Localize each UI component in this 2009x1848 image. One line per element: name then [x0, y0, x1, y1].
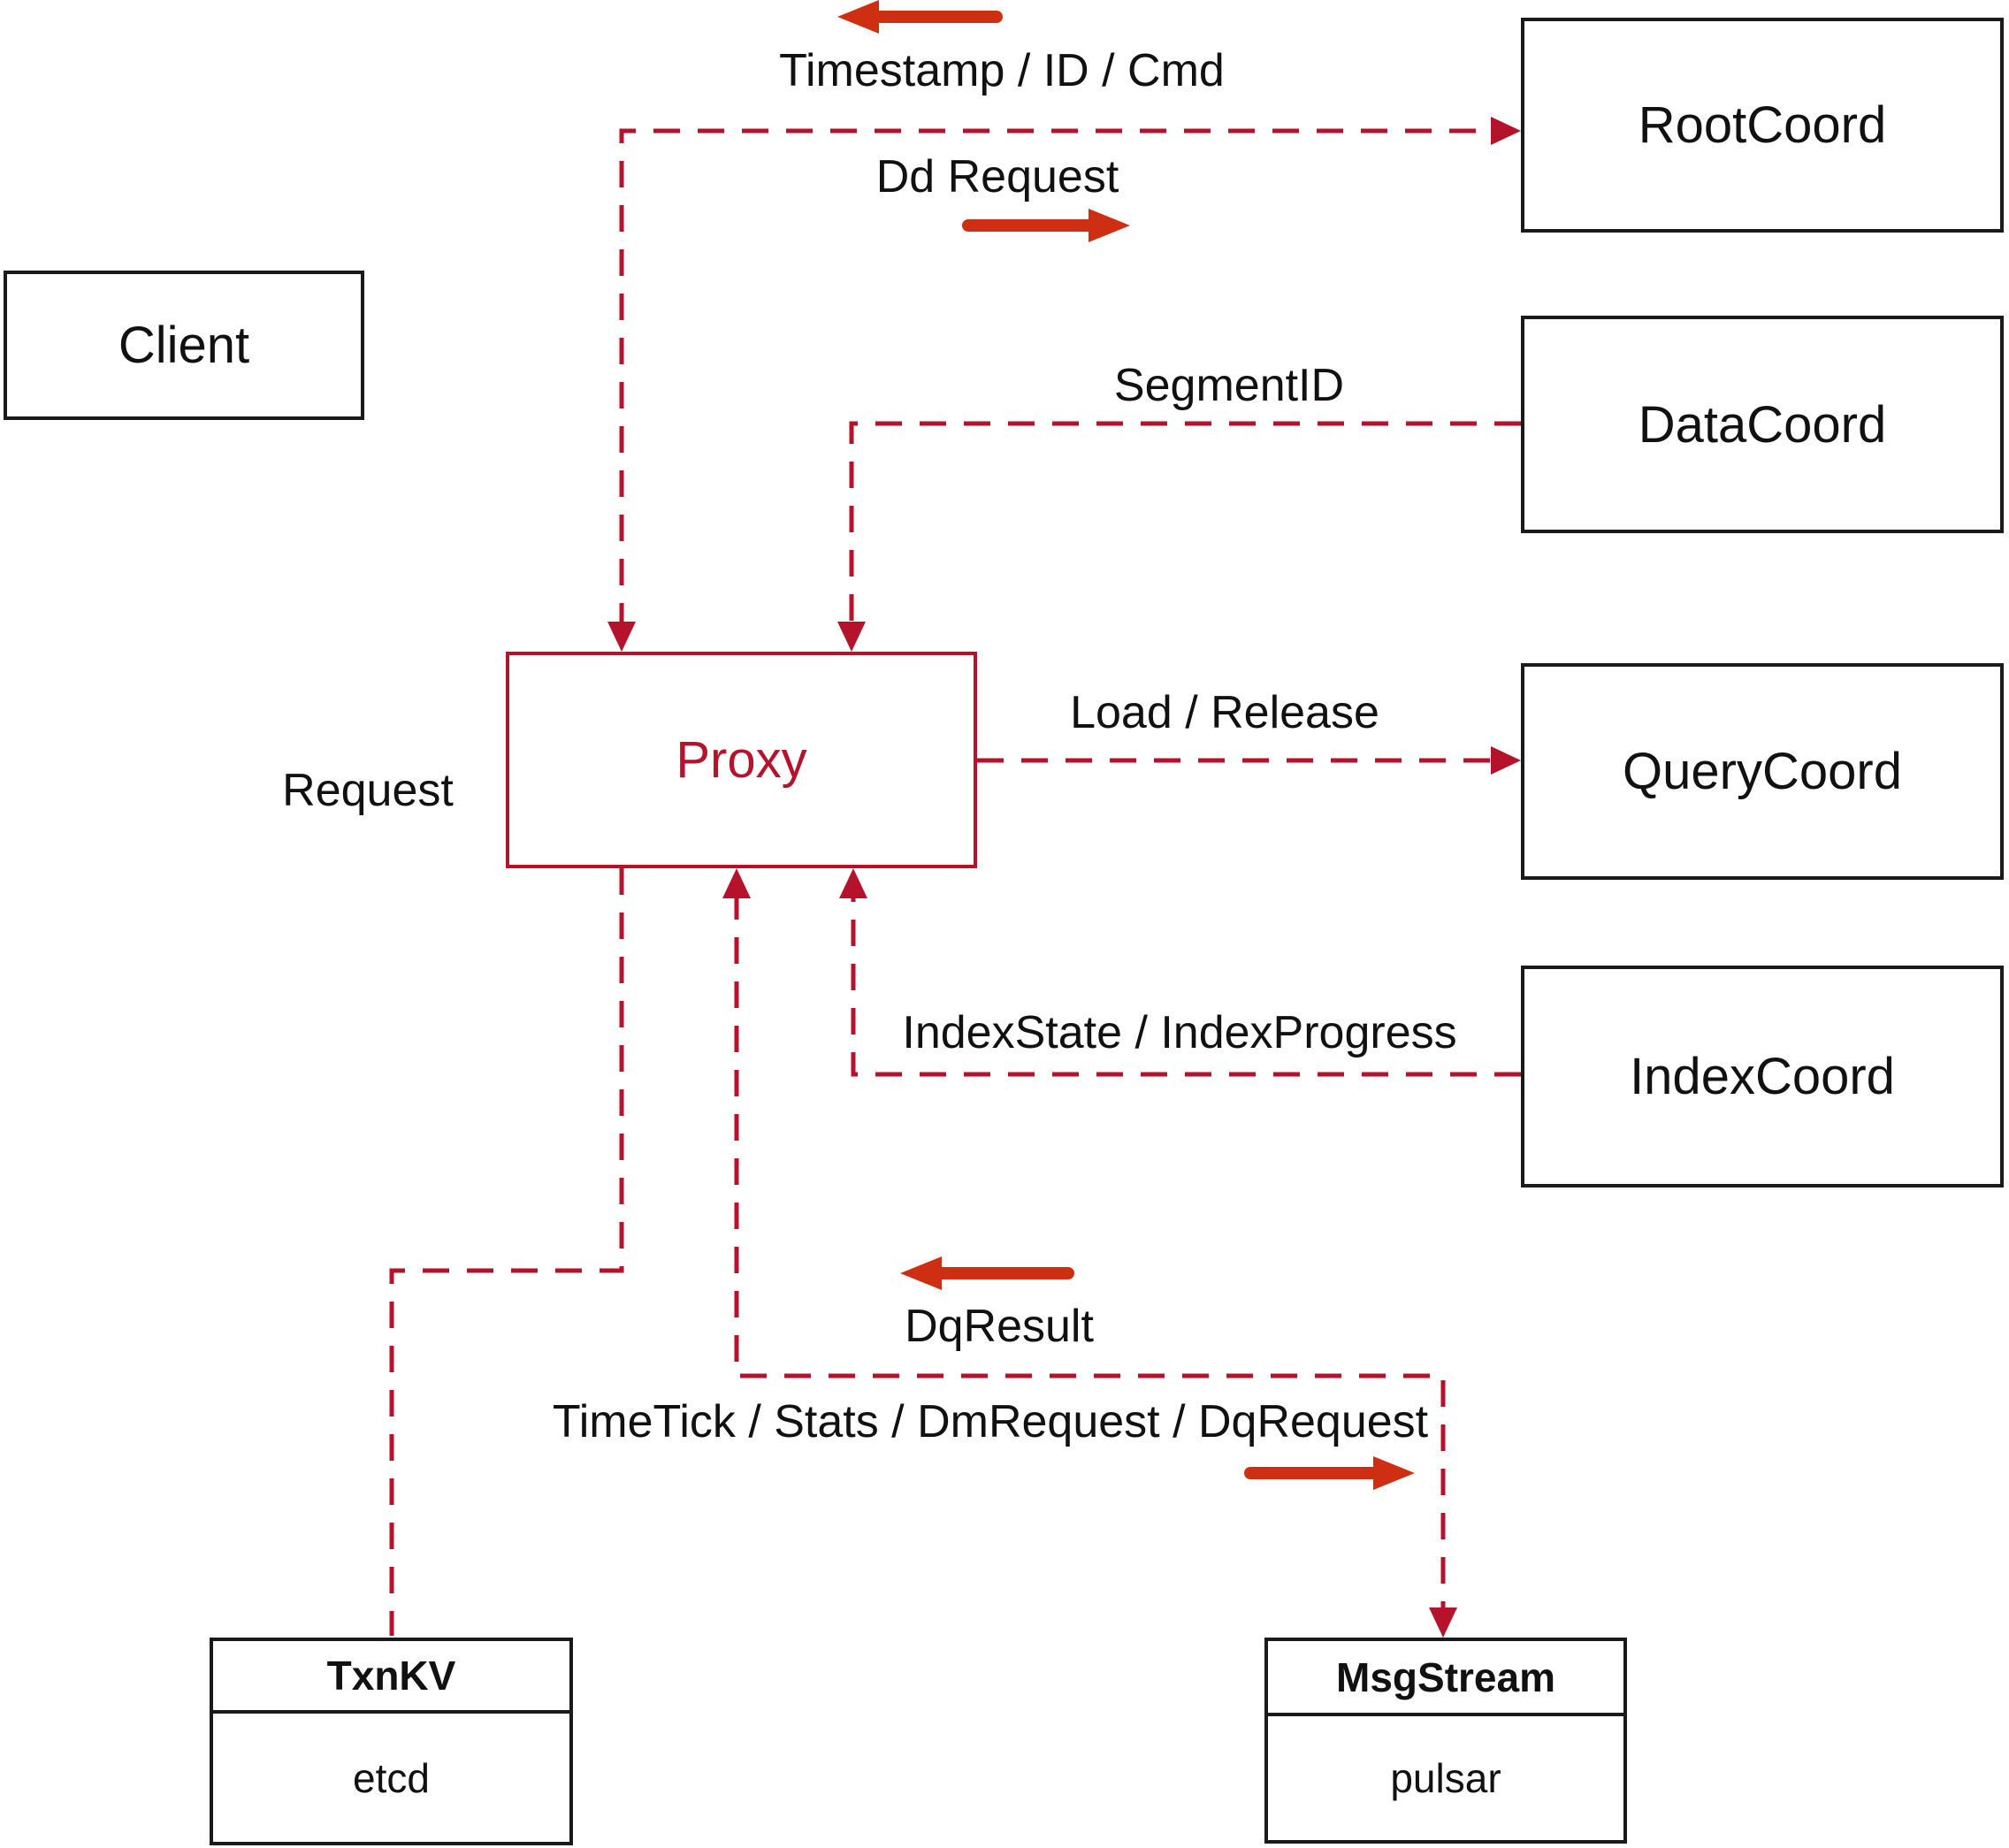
- proxy-label: Proxy: [676, 731, 807, 789]
- edge-indexcoord-proxy: [839, 868, 1521, 1077]
- txnkv-node: TxnKV etcd: [210, 1638, 573, 1845]
- indexcoord-node: IndexCoord: [1521, 966, 2004, 1187]
- client-node: Client: [4, 271, 364, 420]
- querycoord-node: QueryCoord: [1521, 663, 2004, 880]
- client-label: Client: [118, 317, 250, 374]
- edge-proxy-querycoord: [977, 746, 1521, 775]
- arrowhead-into-proxy-top-right: [837, 622, 866, 652]
- txnkv-title: TxnKV: [213, 1641, 569, 1714]
- querycoord-label: QueryCoord: [1623, 743, 1902, 800]
- msgstream-title: MsgStream: [1268, 1641, 1623, 1716]
- datacoord-label: DataCoord: [1638, 395, 1887, 454]
- arrowhead-into-proxy-bottom-right: [839, 868, 867, 898]
- arrowhead-into-proxy-top-left: [607, 622, 636, 652]
- edge-label-dqresult: DqResult: [905, 1301, 1094, 1352]
- proxy-node: Proxy: [506, 652, 977, 868]
- direction-arrow-timetick-right: [1244, 1456, 1415, 1490]
- edge-label-dd-request: Dd Request: [875, 151, 1119, 202]
- msgstream-node: MsgStream pulsar: [1264, 1638, 1627, 1844]
- edge-label-timestamp-id-cmd: Timestamp / ID / Cmd: [779, 45, 1225, 96]
- edge-proxy-txnkv: [389, 868, 624, 1636]
- rootcoord-node: RootCoord: [1521, 18, 2004, 233]
- arrowhead-into-querycoord: [1491, 746, 1521, 775]
- rootcoord-label: RootCoord: [1638, 96, 1887, 154]
- edge-label-indexstate-indexprogress: IndexState / IndexProgress: [902, 1007, 1457, 1058]
- direction-arrow-timestamp-left: [837, 0, 1003, 34]
- arrowhead-into-proxy-bottom-left: [722, 868, 751, 898]
- msgstream-impl: pulsar: [1390, 1755, 1501, 1801]
- arrowhead-into-msgstream: [1429, 1607, 1457, 1638]
- edge-proxy-msgstream: [722, 868, 1457, 1638]
- edge-label-segment-id: SegmentID: [1113, 360, 1345, 411]
- arrowhead-into-rootcoord: [1491, 117, 1521, 145]
- indexcoord-label: IndexCoord: [1630, 1048, 1895, 1105]
- datacoord-node: DataCoord: [1521, 316, 2004, 533]
- edge-label-timetick-stats-dmrequest-dqrequest: TimeTick / Stats / DmRequest / DqRequest: [552, 1396, 1429, 1447]
- direction-arrow-dd-request-right: [962, 209, 1130, 242]
- txnkv-impl: etcd: [353, 1754, 430, 1801]
- direction-arrow-dqresult-left: [900, 1256, 1074, 1290]
- edge-label-load-release: Load / Release: [1070, 687, 1379, 738]
- edge-datacoord-proxy: [837, 421, 1521, 652]
- edge-proxy-rootcoord: [607, 117, 1521, 652]
- edge-label-request: Request: [282, 765, 454, 816]
